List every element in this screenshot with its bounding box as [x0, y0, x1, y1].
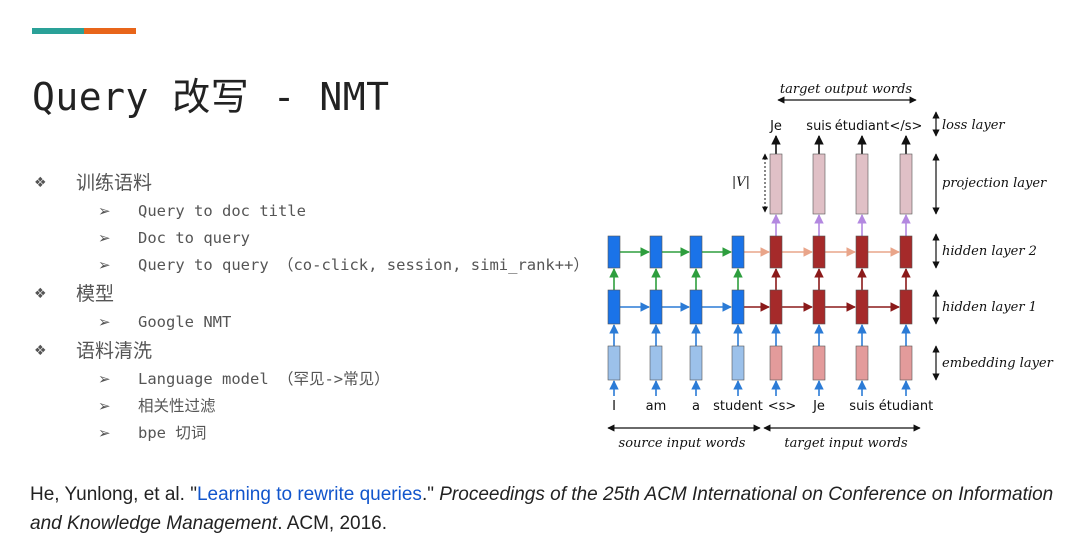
outline-item-cleaning: ❖ 语料清洗: [34, 336, 614, 366]
arrow-bullet-icon: ➢: [98, 397, 111, 415]
outline-item-label: 语料清洗: [76, 340, 153, 362]
embedding-layer-label: embedding layer: [942, 356, 1054, 371]
decoder-hidden-2-cell: [769, 235, 783, 269]
citation-tail: . ACM, 2016.: [277, 513, 388, 534]
projection-layer-label: projection layer: [942, 176, 1047, 191]
encoder-hidden-1-cell: [649, 289, 663, 325]
decoder-hidden-2-cell: [812, 235, 826, 269]
nmt-architecture-diagram: target output words Je suis étudiant </s…: [607, 82, 1054, 451]
encoder-hidden-1-cell: [607, 289, 621, 325]
diamond-bullet-icon: ❖: [34, 175, 47, 191]
accent-bar-orange: [84, 28, 136, 34]
projection-cell: [899, 153, 913, 215]
projection-cell: [812, 153, 826, 215]
outline-subitem: ➢ Language model （罕见->常见）: [34, 366, 614, 393]
projection-cell: [855, 153, 869, 215]
encoder-hidden-2-cell: [649, 235, 663, 269]
outline-subitem: ➢ Doc to query: [34, 225, 614, 252]
decoder-embedding-cell: [769, 345, 783, 381]
encoder-embedding-cell: [607, 345, 621, 381]
outline-subitem: ➢ Google NMT: [34, 309, 614, 336]
encoder-embedding-cell: [731, 345, 745, 381]
outline-subitem-text: Query to doc title: [138, 202, 306, 220]
citation-authors: He, Yunlong, et al. ": [30, 484, 197, 505]
decoder-embedding-cell: [899, 345, 913, 381]
outline-subitem-text: 相关性过滤: [138, 397, 216, 415]
diamond-bullet-icon: ❖: [34, 286, 47, 302]
outline-item-label: 模型: [76, 283, 115, 305]
outline-item-corpus: ❖ 训练语料: [34, 168, 614, 198]
outline-subitem-text: Google NMT: [138, 313, 232, 331]
citation-title-link[interactable]: Learning to rewrite queries: [196, 484, 422, 505]
citation-sep: .": [421, 484, 440, 505]
target-output-words-label: target output words: [780, 82, 913, 97]
vocab-size-label: |V|: [732, 175, 750, 190]
outline-subitem: ➢ 相关性过滤: [34, 393, 614, 420]
target-input-word: <s>: [768, 399, 797, 414]
target-output-word: </s>: [890, 119, 923, 134]
diamond-bullet-icon: ❖: [34, 343, 47, 359]
citation: He, Yunlong, et al. "Learning to rewrite…: [30, 480, 1070, 538]
projection-cell: [769, 153, 783, 215]
citation-venue: Proceedings of the 25th ACM Internationa…: [30, 484, 1054, 534]
source-input-word: I: [612, 399, 616, 414]
target-input-words-label: target input words: [784, 436, 908, 451]
hidden-layer-2-label: hidden layer 2: [942, 244, 1037, 259]
arrow-bullet-icon: ➢: [98, 256, 111, 274]
source-input-words-label: source input words: [619, 436, 746, 451]
target-output-word: étudiant: [835, 119, 890, 134]
outline-subitem: ➢ bpe 切词: [34, 420, 614, 447]
outline-item-model: ❖ 模型: [34, 279, 614, 309]
arrow-bullet-icon: ➢: [98, 313, 111, 331]
arrow-bullet-icon: ➢: [98, 370, 111, 388]
encoder-hidden-1-cell: [731, 289, 745, 325]
loss-layer-label: loss layer: [942, 118, 1005, 133]
encoder-embedding-cell: [649, 345, 663, 381]
arrow-bullet-icon: ➢: [98, 202, 111, 220]
target-input-word: Je: [812, 399, 825, 414]
outline-subitem-text: bpe 切词: [138, 424, 207, 442]
decoder-hidden-1-cell: [812, 289, 826, 325]
slide-title: Query 改写 - NMT: [32, 75, 390, 119]
arrow-bullet-icon: ➢: [98, 424, 111, 442]
target-output-word: Je: [769, 119, 782, 134]
accent-bar-teal: [32, 28, 84, 34]
outline-subitem: ➢ Query to doc title: [34, 198, 614, 225]
target-input-word: étudiant: [879, 399, 934, 414]
bullet-outline: ❖ 训练语料 ➢ Query to doc title ➢ Doc to que…: [34, 168, 614, 447]
arrow-bullet-icon: ➢: [98, 229, 111, 247]
encoder-embedding-cell: [689, 345, 703, 381]
encoder-hidden-2-cell: [689, 235, 703, 269]
target-output-word: suis: [806, 119, 832, 134]
source-input-word: a: [692, 399, 700, 414]
outline-item-label: 训练语料: [76, 172, 153, 194]
decoder-hidden-1-cell: [769, 289, 783, 325]
decoder-hidden-2-cell: [899, 235, 913, 269]
hidden-layer-1-label: hidden layer 1: [942, 300, 1037, 315]
outline-subitem: ➢ Query to query （co-click, session, sim…: [34, 252, 614, 279]
decoder-embedding-cell: [812, 345, 826, 381]
source-input-word: am: [646, 399, 667, 414]
encoder-hidden-2-cell: [607, 235, 621, 269]
target-input-word: suis: [849, 399, 875, 414]
source-input-word: student: [713, 399, 763, 414]
outline-subitem-text: Doc to query: [138, 229, 250, 247]
decoder-hidden-1-cell: [899, 289, 913, 325]
decoder-hidden-2-cell: [855, 235, 869, 269]
encoder-hidden-1-cell: [689, 289, 703, 325]
decoder-embedding-cell: [855, 345, 869, 381]
outline-subitem-text: Query to query （co-click, session, simi_…: [138, 256, 589, 274]
outline-subitem-text: Language model （罕见->常见）: [138, 370, 390, 388]
decoder-hidden-1-cell: [855, 289, 869, 325]
encoder-hidden-2-cell: [731, 235, 745, 269]
